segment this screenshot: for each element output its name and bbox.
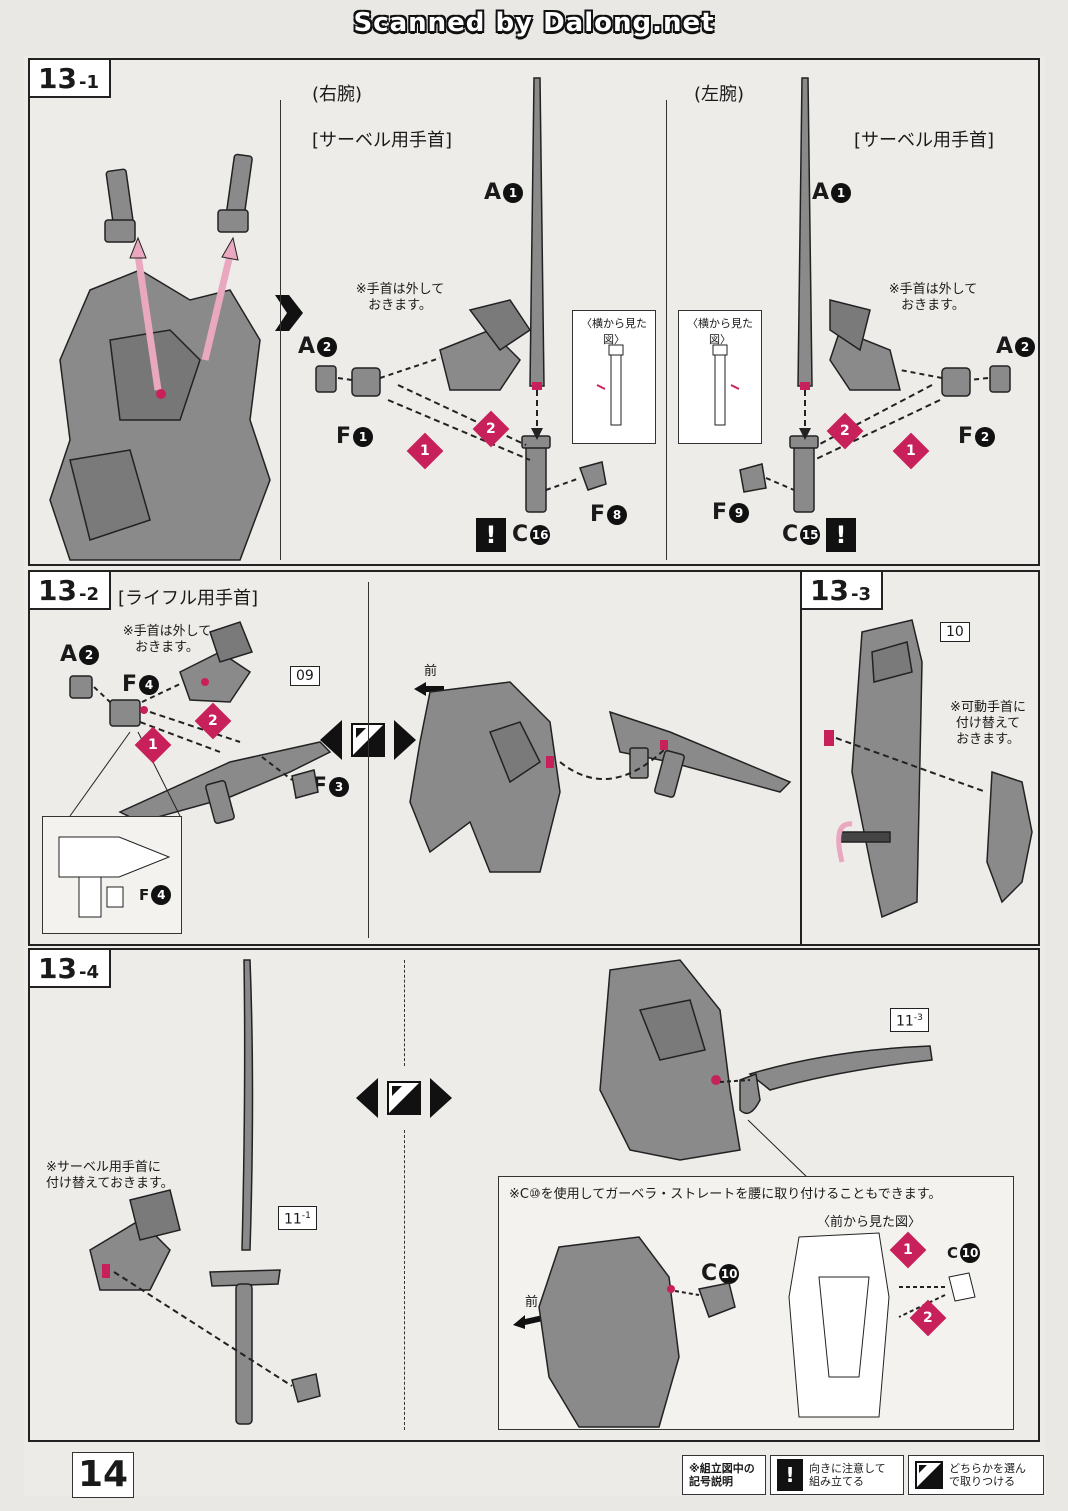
robot-with-rifle-diagram: [409, 681, 792, 873]
symbol-legend: ※組立図中の 記号説明 ! 向きに注意して 組み立てる どちらかを選ん で取りつ…: [682, 1455, 1044, 1495]
front-view-caption: 〈前から見た図〉: [817, 1215, 922, 1230]
instruction-sheet: 13 -1 (右腕) [サーベル用手: [24, 56, 1046, 1496]
robot-waist-katana-diagram: [599, 959, 933, 1181]
divider: [368, 582, 369, 938]
legend-warn: ! 向きに注意して 組み立てる: [770, 1455, 904, 1495]
saber-hand-note: ※サーベル用手首に 付け替えておきます。: [46, 1160, 174, 1191]
right-arm-title: (右腕): [312, 84, 363, 105]
right-arm-sideview: 〈横から見た図〉: [572, 310, 656, 444]
orientation-warning-icon: !: [826, 518, 856, 552]
left-arm-sideview: 〈横から見た図〉: [678, 310, 762, 444]
divider: [666, 100, 667, 560]
choose-one-icon: [356, 1078, 452, 1118]
choose-one-icon: [320, 720, 416, 760]
shield-diagram: [824, 619, 1033, 919]
step-13-4-tag: 13 -4: [30, 950, 111, 988]
left-arm-saber-diagram: [739, 77, 1011, 513]
alt-waist-note: ※C⑩を使用してガーベラ・ストレートを腰に取り付けることもできます。: [509, 1187, 942, 1202]
forward-arrow-icon: [513, 1315, 543, 1329]
alt-waist-mount-inset: ※C⑩を使用してガーベラ・ストレートを腰に取り付けることもできます。 〈前から見…: [498, 1176, 1014, 1430]
part-box-11-1: 11-1: [278, 1206, 317, 1230]
left-arm-note: ※手首は外して おきます。: [888, 282, 978, 313]
next-arrow-icon: [275, 295, 303, 331]
step-13-2-tag: 13 -2: [30, 572, 111, 610]
forward-label: 前: [424, 664, 438, 679]
part-box-11-3: 11-3: [890, 1008, 929, 1032]
rifle-assembly-diagram: [69, 621, 332, 824]
step-13-3-tag: 13 -3: [802, 572, 883, 610]
part-box-10: 10: [940, 622, 970, 642]
step-minor: -2: [78, 584, 99, 605]
rifle-hand-note: ※手首は外して おきます。: [122, 624, 212, 655]
step-13-1-panel: 13 -1 (右腕) [サーベル用手: [28, 58, 1040, 566]
rifle-detail-drawing: [58, 836, 171, 918]
forward-arrow-icon: [414, 682, 444, 696]
sideview-caption: 〈横から見た図〉: [687, 317, 753, 346]
orientation-warning-icon: !: [476, 518, 506, 552]
choose-one-icon: [915, 1461, 943, 1489]
step-13-4-panel: 13 -4 ※サーベル用手首に 付け替えておきます。 11-1: [28, 948, 1040, 1442]
step-major: 13: [38, 574, 77, 607]
step-major: 13: [38, 952, 77, 985]
robot-back-illustration: [49, 153, 271, 561]
divider: [404, 1130, 405, 1430]
waist-mount-drawing: [538, 1232, 976, 1428]
watermark: Scanned by Dalong.net: [353, 8, 715, 38]
sideview-drawing: [712, 344, 740, 426]
legend-choose-text: どちらかを選ん で取りつける: [949, 1462, 1026, 1488]
step-13-3-panel: 13 -3 10 ※可動手首に 付け替えて おきます。: [800, 570, 1040, 946]
left-arm-subtitle: [サーベル用手首]: [854, 130, 995, 151]
katana-diagram: [89, 959, 321, 1425]
step-major: 13: [38, 62, 77, 95]
step-minor: -3: [850, 584, 871, 605]
movable-hand-note: ※可動手首に 付け替えて おきます。: [950, 700, 1026, 747]
legend-title-text: ※組立図中の 記号説明: [689, 1462, 755, 1488]
step-13-1-tag: 13 -1: [30, 60, 111, 98]
page-number: 14: [72, 1452, 134, 1498]
step-minor: -4: [78, 962, 99, 983]
warning-icon: !: [777, 1459, 803, 1491]
right-arm-subtitle: [サーベル用手首]: [312, 130, 453, 151]
sideview-caption: 〈横から見た図〉: [581, 317, 647, 346]
legend-choose: どちらかを選ん で取りつける: [908, 1455, 1044, 1495]
legend-warn-text: 向きに注意して 組み立てる: [809, 1462, 886, 1488]
part-box-09: 09: [290, 666, 320, 686]
divider: [404, 960, 405, 1066]
left-arm-title: (左腕): [694, 84, 745, 105]
legend-title: ※組立図中の 記号説明: [682, 1455, 766, 1495]
step-minor: -1: [78, 72, 99, 93]
divider: [280, 100, 281, 560]
sideview-drawing: [596, 344, 624, 426]
right-arm-saber-diagram: [315, 77, 607, 513]
forward-label: 前: [525, 1295, 539, 1310]
rifle-hand-subtitle: [ライフル用手首]: [118, 588, 259, 609]
right-arm-note: ※手首は外して おきます。: [355, 282, 445, 313]
step-major: 13: [810, 574, 849, 607]
